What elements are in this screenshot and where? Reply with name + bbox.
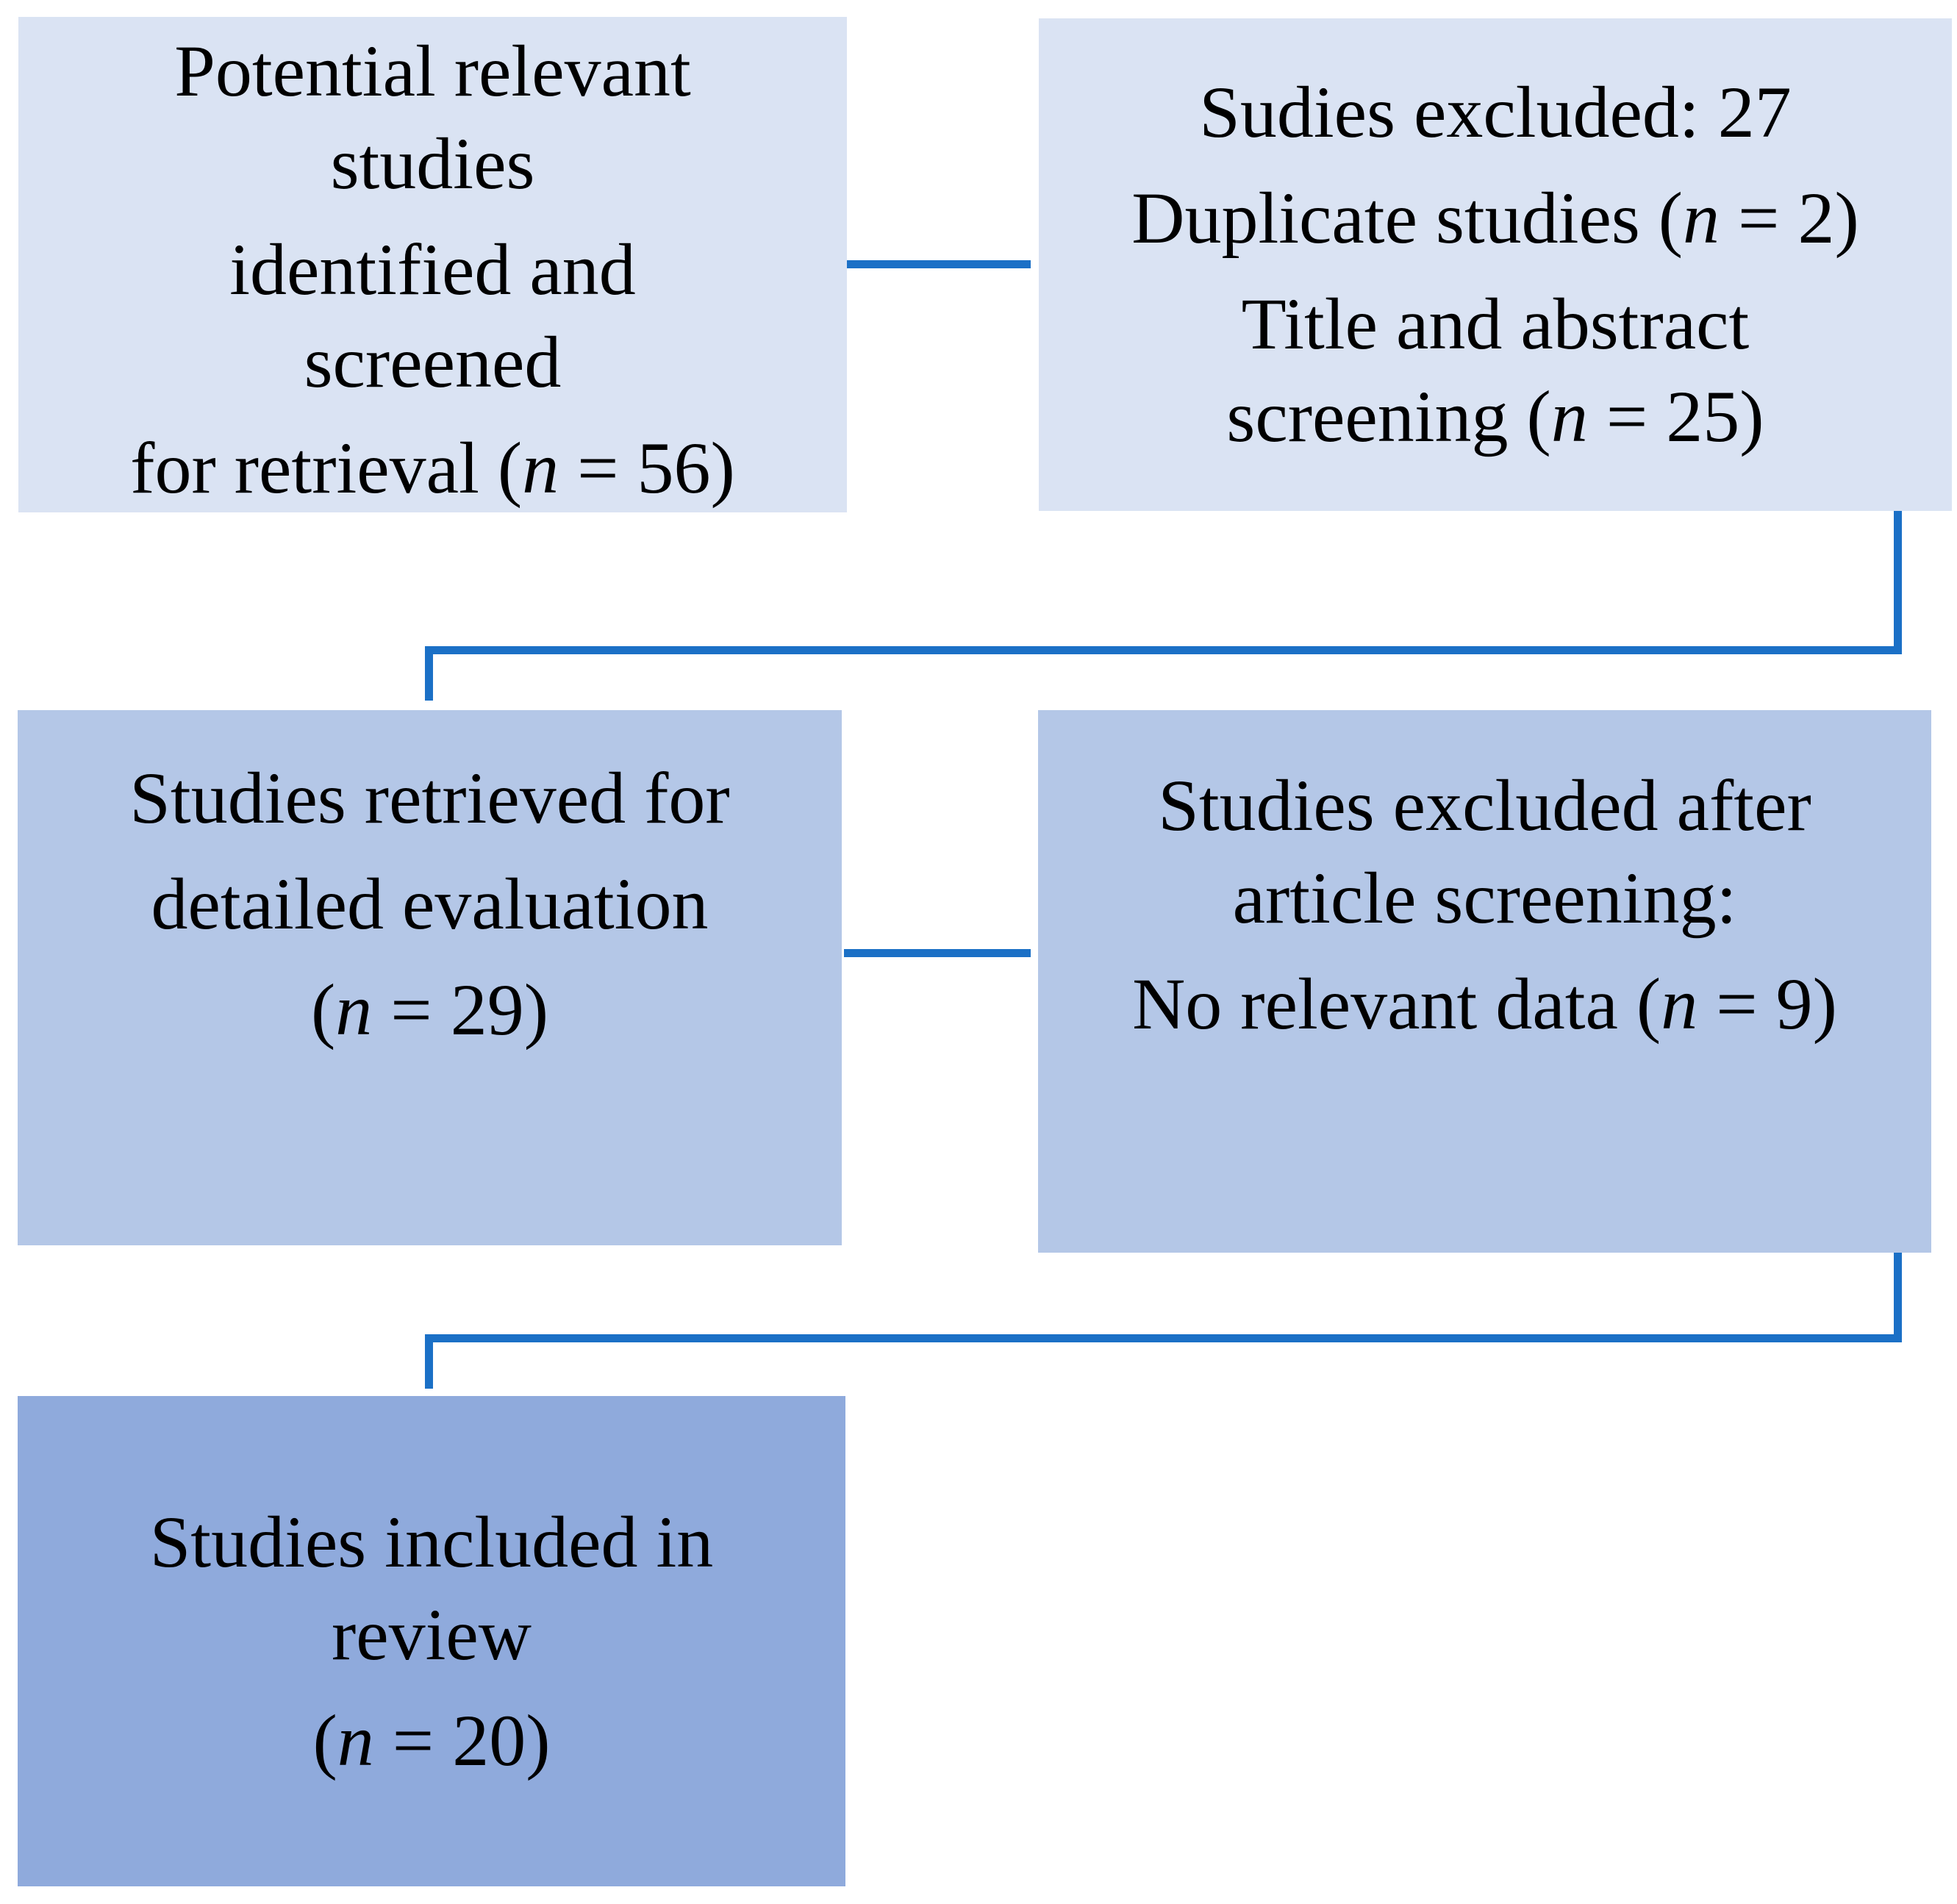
- box-paragraph: Duplicate studies (n = 2): [1131, 177, 1859, 259]
- flow-box-studies-excluded-screening: Sudies excluded: 27 Duplicate studies (n …: [1039, 18, 1952, 511]
- connector-top-horizontal: [845, 260, 1031, 268]
- box-paragraph: Sudies excluded: 27: [1199, 71, 1792, 153]
- box-paragraph: (n = 20): [312, 1699, 551, 1781]
- connector-elbow2-horizontal: [425, 1334, 1902, 1342]
- connector-elbow1-stub: [425, 654, 433, 701]
- connector-elbow2-stub: [425, 1342, 433, 1389]
- box-paragraph: detailed evaluation: [151, 863, 709, 945]
- connector-elbow2-vertical: [1894, 1210, 1902, 1342]
- connector-middle-horizontal: [844, 949, 1031, 957]
- box-paragraph: for retrieval (n = 56): [130, 427, 735, 509]
- flow-box-studies-retrieved: Studies retrieved for detailed evaluation…: [18, 710, 842, 1245]
- box-paragraph: Studies retrieved for: [129, 757, 730, 839]
- connector-elbow1-horizontal: [425, 646, 1902, 654]
- connector-elbow1-vertical: [1894, 511, 1902, 654]
- box-paragraph: (n = 29): [310, 969, 548, 1051]
- box-paragraph: No relevant data (n = 9): [1132, 963, 1837, 1045]
